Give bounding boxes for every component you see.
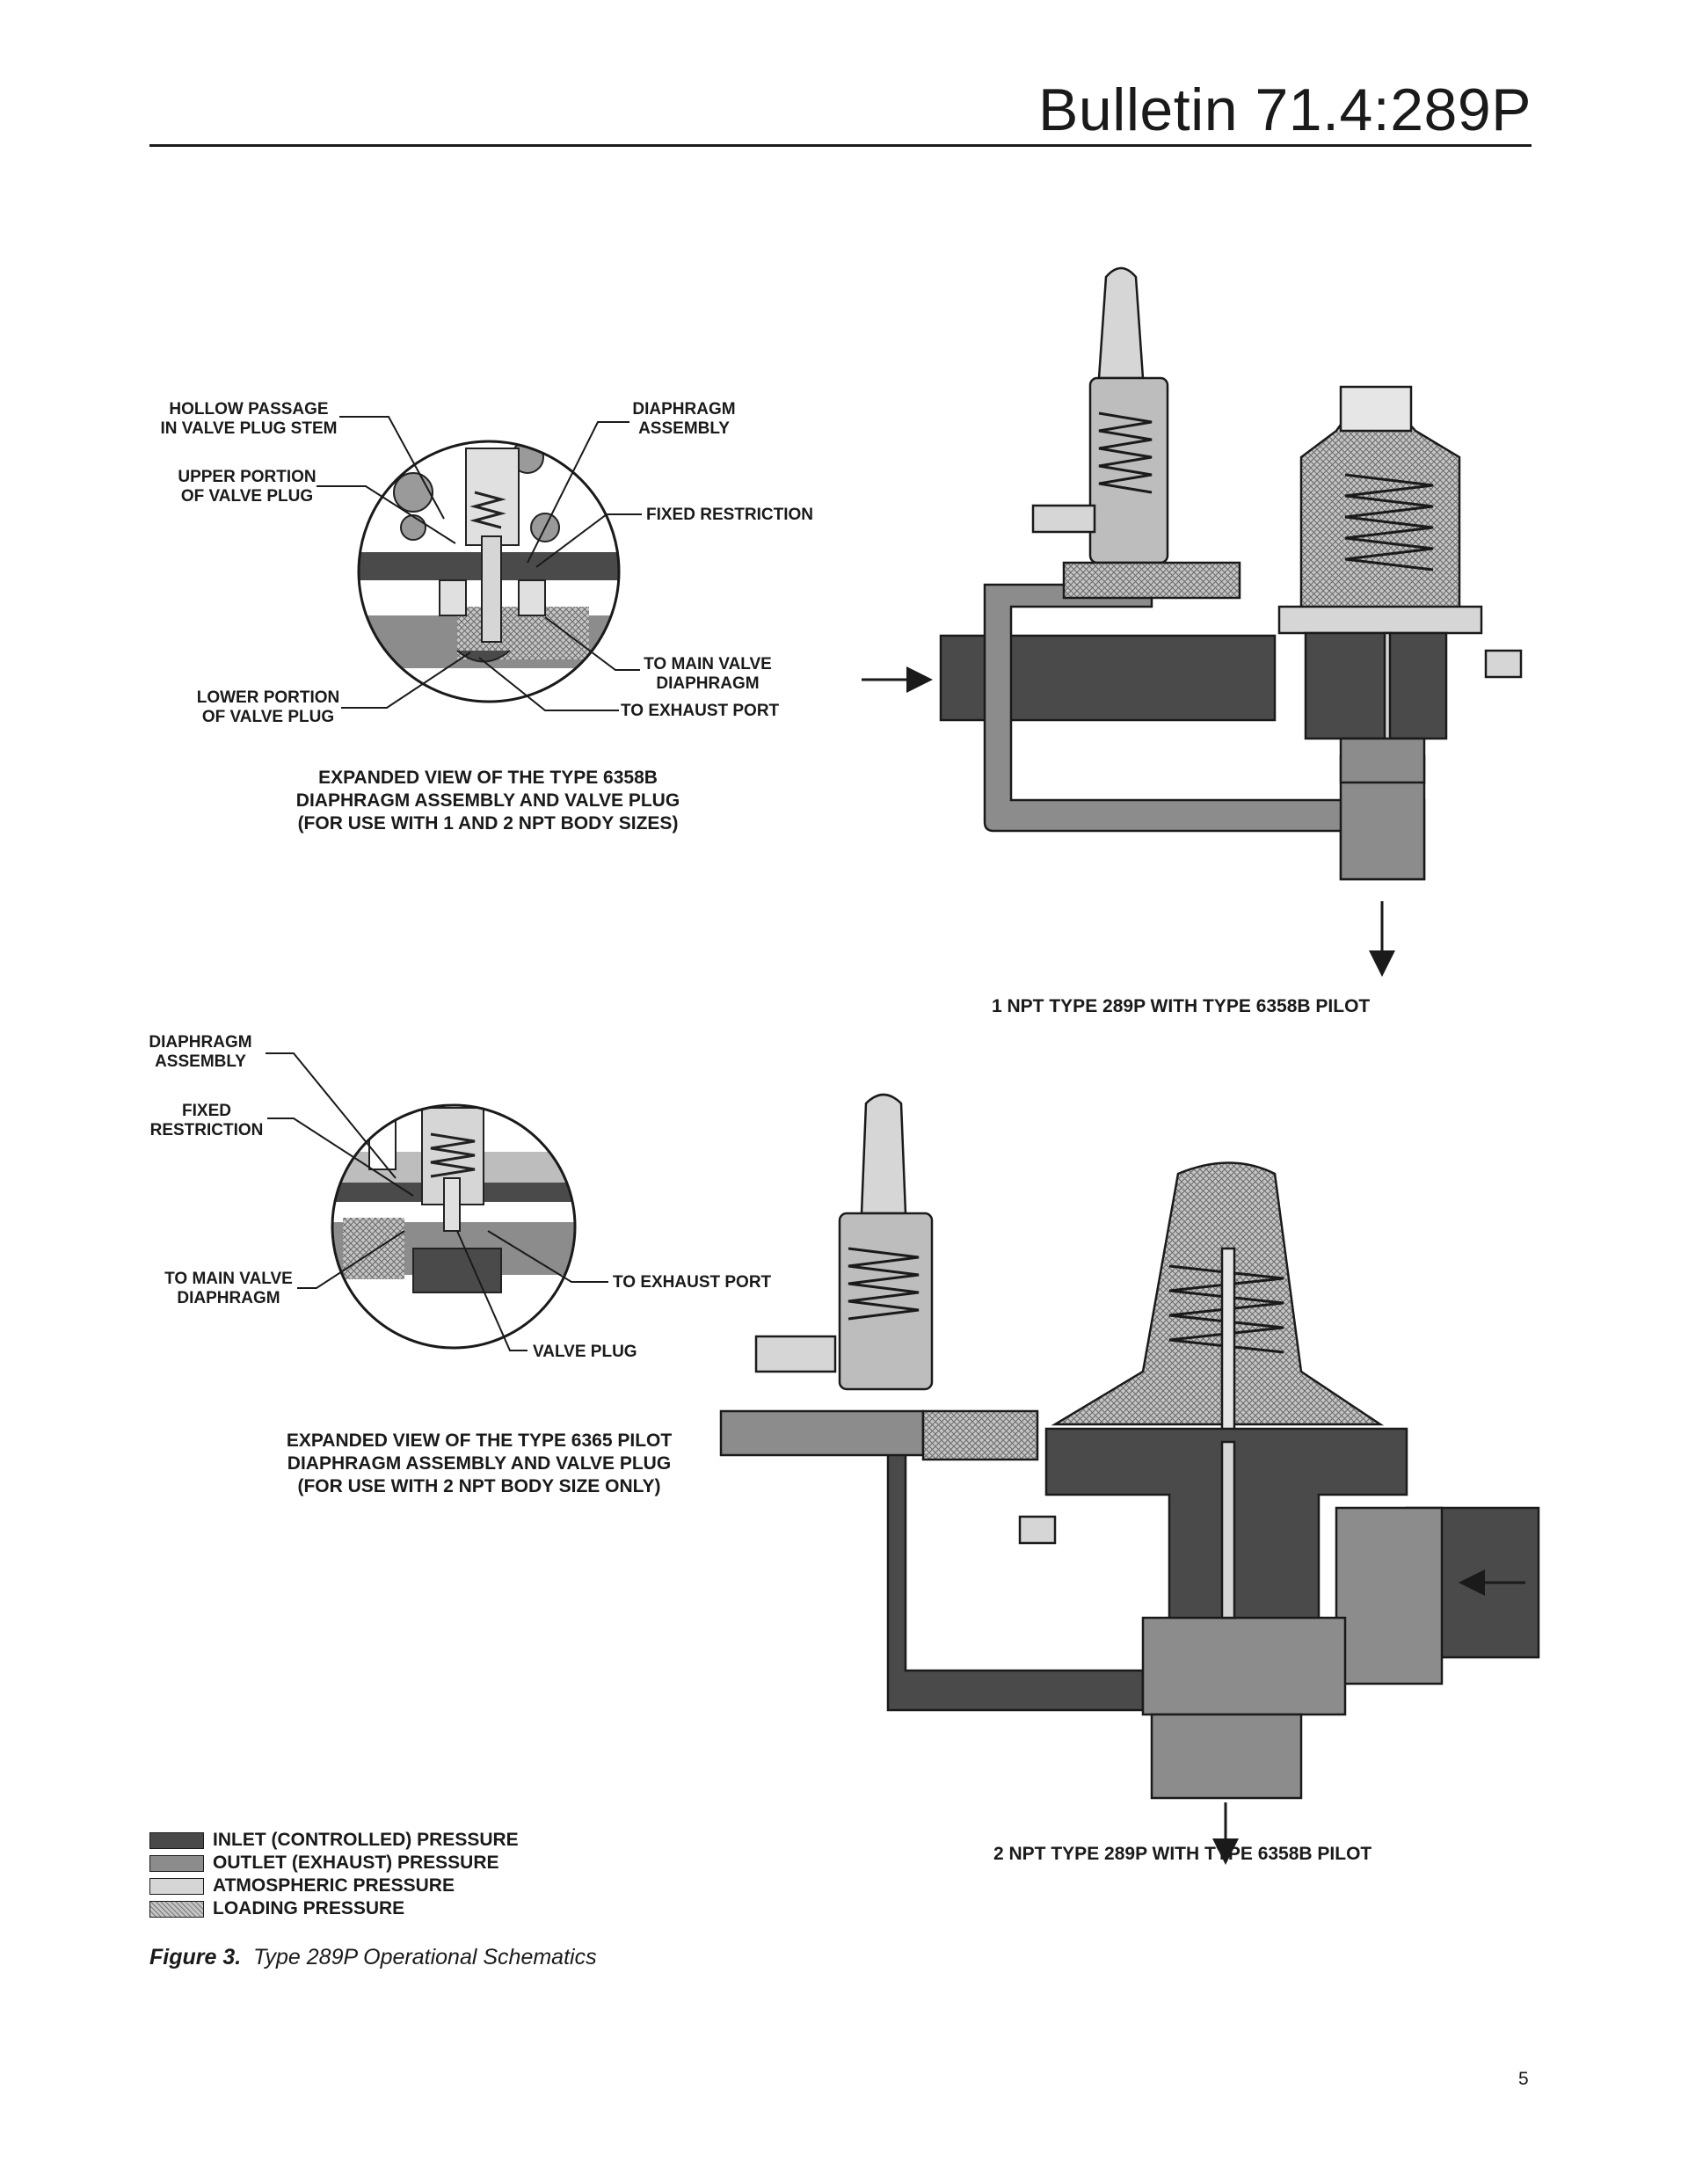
top-assembly-drawing xyxy=(939,266,1523,881)
label-diaphragm-assembly-top: DIAPHRAGM ASSEMBLY xyxy=(632,400,736,438)
label-lower-portion: LOWER PORTION OF VALVE PLUG xyxy=(196,688,340,726)
legend-swatch-outlet xyxy=(149,1854,204,1872)
label-to-main-valve-bottom: TO MAIN VALVE DIAPHRAGM xyxy=(164,1270,293,1307)
legend-swatch-loading xyxy=(149,1900,204,1918)
legend-item-loading: LOADING PRESSURE xyxy=(149,1897,519,1920)
header-rule xyxy=(149,144,1532,147)
top-detail-caption: EXPANDED VIEW OF THE TYPE 6358B DIAPHRAG… xyxy=(295,768,680,834)
legend-label-atmospheric: ATMOSPHERIC PRESSURE xyxy=(213,1875,455,1896)
legend-label-loading: LOADING PRESSURE xyxy=(213,1898,405,1918)
label-fixed-restriction-top: FIXED RESTRICTION xyxy=(646,506,814,524)
label-to-exhaust-bottom: TO EXHAUST PORT xyxy=(613,1273,772,1292)
legend-item-inlet: INLET (CONTROLLED) PRESSURE xyxy=(149,1829,519,1852)
legend-swatch-atmospheric xyxy=(149,1877,204,1895)
top-detail-leaders xyxy=(316,416,642,711)
bottom-assembly-flow-arrows xyxy=(1212,1569,1525,1865)
label-hollow-passage: HOLLOW PASSAGE IN VALVE PLUG STEM xyxy=(160,400,338,438)
top-assembly-title: 1 NPT TYPE 289P WITH TYPE 6358B PILOT xyxy=(992,996,1371,1016)
bottom-detail-circle xyxy=(331,1103,577,1350)
top-assembly-flow-arrows xyxy=(862,666,1395,977)
bottom-detail-caption: EXPANDED VIEW OF THE TYPE 6365 PILOT DIA… xyxy=(286,1431,673,1496)
label-upper-portion: UPPER PORTION OF VALVE PLUG xyxy=(178,468,316,506)
legend-label-outlet: OUTLET (EXHAUST) PRESSURE xyxy=(213,1853,499,1873)
bottom-detail-leaders xyxy=(266,1052,608,1351)
legend-item-atmospheric: ATMOSPHERIC PRESSURE xyxy=(149,1875,519,1897)
pressure-legend: INLET (CONTROLLED) PRESSURE OUTLET (EXHA… xyxy=(149,1829,519,1920)
legend-swatch-inlet xyxy=(149,1831,204,1849)
figure-caption: Figure 3. Type 289P Operational Schemati… xyxy=(149,1945,597,1970)
top-detail-circle xyxy=(357,440,621,703)
legend-item-outlet: OUTLET (EXHAUST) PRESSURE xyxy=(149,1852,519,1875)
label-to-main-valve-top: TO MAIN VALVE DIAPHRAGM xyxy=(644,655,772,693)
bottom-assembly-title: 2 NPT TYPE 289P WITH TYPE 6358B PILOT xyxy=(993,1844,1372,1864)
label-valve-plug: VALVE PLUG xyxy=(533,1343,637,1361)
figure-number: Figure 3. xyxy=(149,1945,242,1969)
label-diaphragm-assembly-bottom: DIAPHRAGM ASSEMBLY xyxy=(149,1033,252,1071)
figure-title: Type 289P Operational Schematics xyxy=(253,1945,597,1969)
label-fixed-restriction-bottom: FIXED RESTRICTION xyxy=(149,1102,264,1139)
bulletin-header: Bulletin 71.4:289P xyxy=(1038,76,1532,143)
label-to-exhaust-top: TO EXHAUST PORT xyxy=(621,702,780,720)
bottom-assembly-drawing xyxy=(719,1093,1540,1800)
page-number: 5 xyxy=(1518,2069,1529,2089)
legend-label-inlet: INLET (CONTROLLED) PRESSURE xyxy=(213,1830,519,1850)
